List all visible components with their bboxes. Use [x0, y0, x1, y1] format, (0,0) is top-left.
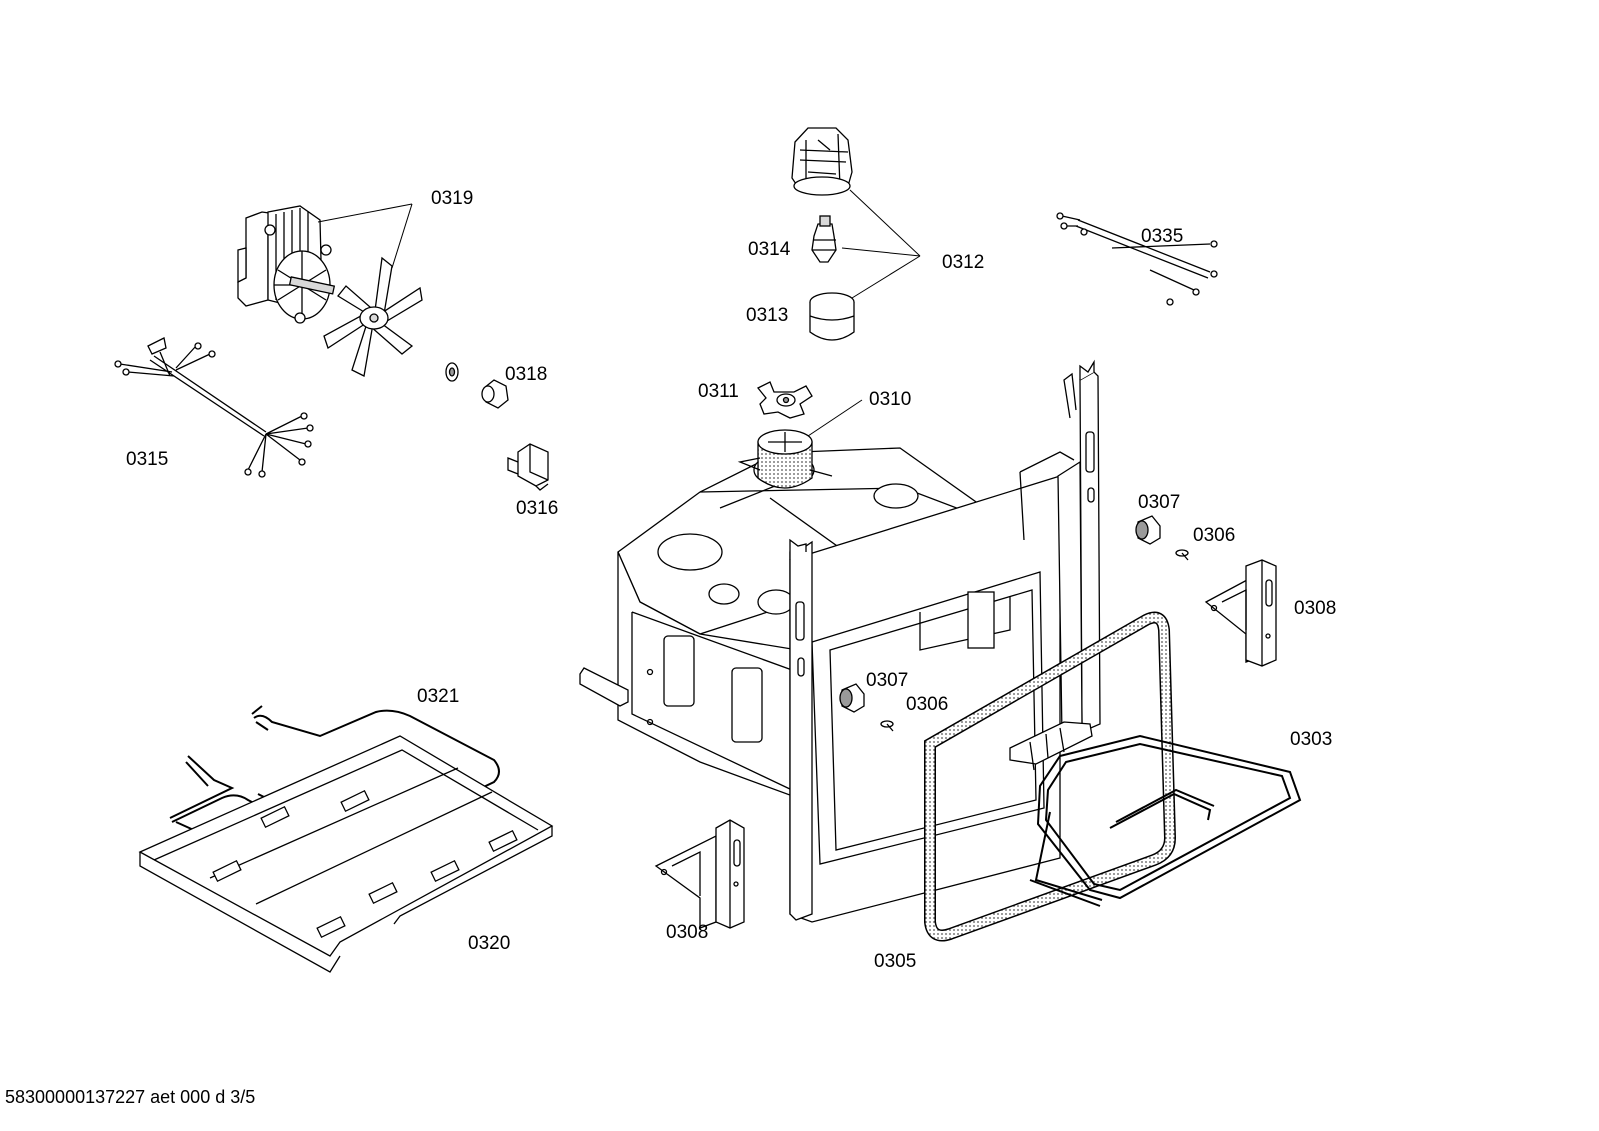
oven-lamp-drawing	[791, 127, 855, 341]
label-0308-right: 0308	[1294, 598, 1336, 619]
label-0335: 0335	[1141, 226, 1183, 247]
label-0318: 0318	[505, 364, 547, 385]
screw-0306-right-drawing	[1175, 549, 1189, 561]
connector-bracket-drawing	[507, 443, 549, 491]
bracket-0308-bottom-drawing	[654, 819, 745, 929]
label-0311: 0311	[698, 381, 739, 402]
fan-motor-drawing	[237, 205, 423, 377]
label-0319: 0319	[431, 188, 473, 209]
knob-0307-left-drawing	[839, 683, 865, 713]
nut-and-washer-drawing	[445, 362, 509, 409]
label-0305: 0305	[874, 951, 916, 972]
grill-element-drawing	[1009, 721, 1302, 907]
fan-housing-drawing	[737, 429, 833, 489]
leader-0319	[317, 203, 413, 269]
label-0306-right: 0306	[1193, 525, 1235, 546]
label-0312: 0312	[942, 252, 984, 273]
label-0316: 0316	[516, 498, 558, 519]
label-0308-bottom: 0308	[666, 922, 708, 943]
label-0320: 0320	[468, 933, 510, 954]
bottom-tray-drawing	[138, 735, 554, 973]
door-gasket-drawing	[924, 611, 1177, 942]
label-0313: 0313	[746, 305, 788, 326]
fan-clip-drawing	[756, 381, 813, 419]
label-0306-left: 0306	[906, 694, 948, 715]
bracket-0308-right-drawing	[1204, 559, 1277, 667]
document-id: 58300000137227 aet 000 d 3/5	[5, 1087, 255, 1107]
wire-harness-0315-drawing	[114, 337, 314, 478]
label-0315: 0315	[126, 449, 168, 470]
label-0310: 0310	[869, 389, 911, 410]
label-0307-left: 0307	[866, 670, 908, 691]
label-0307-right: 0307	[1138, 492, 1180, 513]
leader-0312	[841, 189, 921, 299]
label-0314: 0314	[748, 239, 791, 260]
wire-harness-0335-drawing	[1056, 212, 1218, 306]
label-0321: 0321	[417, 686, 459, 707]
oven-cavity-drawing	[579, 359, 1101, 923]
leader-0310	[807, 399, 863, 437]
label-0303: 0303	[1290, 729, 1332, 750]
screw-0306-left-drawing	[880, 720, 894, 732]
knob-0307-right-drawing	[1135, 515, 1161, 545]
